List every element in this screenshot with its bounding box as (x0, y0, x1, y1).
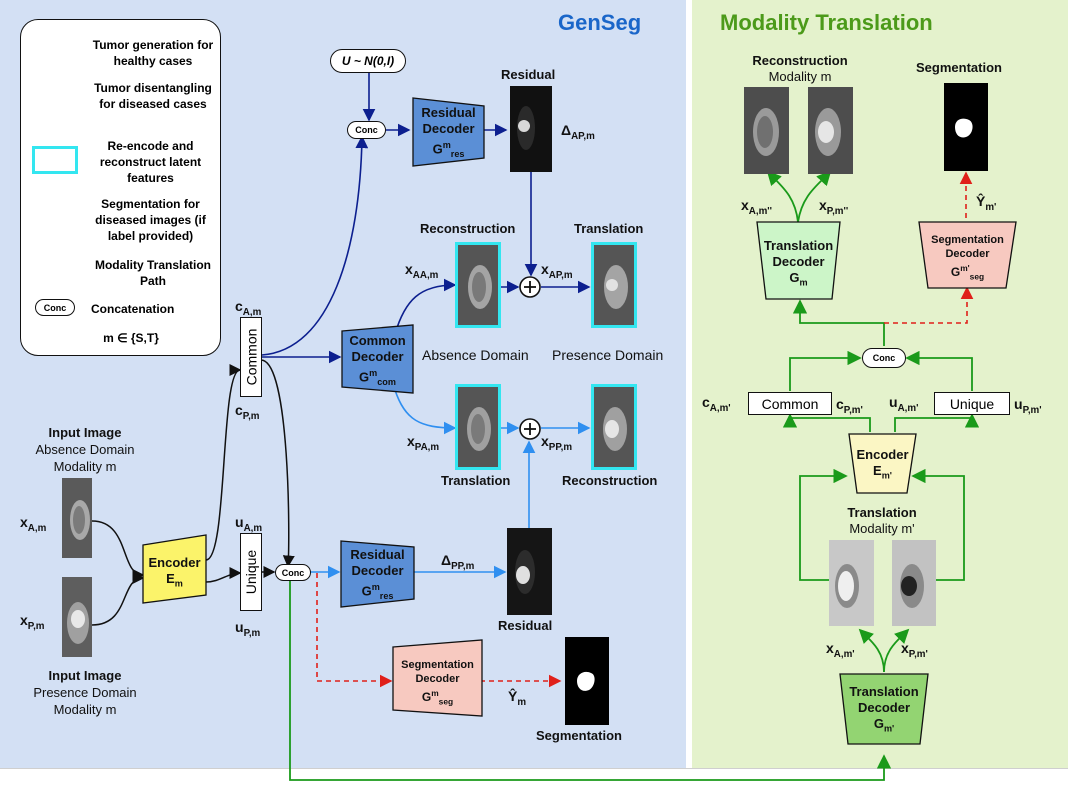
image-xPA (455, 384, 501, 470)
mt-conc: Conc (862, 348, 906, 368)
label-dAP: ΔAP,m (561, 122, 595, 142)
mt-seg-decoder-shape (918, 221, 1017, 289)
label-xAA: xAA,m (405, 261, 439, 281)
mt-translation-decoder-top-label: Translation Decoder Gm (763, 238, 834, 288)
plus-circle-bottom (519, 418, 541, 440)
mt-translation-decoder-bottom-label: Translation Decoder Gm' (849, 684, 919, 734)
legend: Tumor generation for healthy cases Tumor… (20, 19, 221, 356)
mt-label-cA: cA,m' (702, 394, 731, 414)
residual-image-bottom (507, 528, 552, 615)
mt-encoder-shape (848, 433, 917, 494)
image-xAP (591, 242, 637, 328)
label-xPP: xPP,m (541, 433, 573, 453)
mt-label-xA: xA,m' (826, 640, 855, 660)
residual-decoder-bottom-shape (340, 540, 415, 608)
legend-item-concatenation: Concatenation (91, 302, 175, 316)
mt-translation-title: Translation (847, 505, 917, 520)
legend-m-set: m ∈ {S,T} (103, 331, 159, 345)
mt-label-uA: uA,m' (889, 394, 919, 414)
seg-decoder-label: Segmentation Decoder Gmseg (401, 659, 474, 707)
seg-decoder-shape (392, 639, 483, 717)
input-presence-title: Input Image (48, 668, 122, 683)
segmentation-title: Segmentation (536, 728, 622, 743)
residual-bottom-title: Residual (498, 618, 553, 633)
noise-box: U ~ N(0,I) (330, 49, 406, 73)
label-xA-input: xA,m (20, 514, 47, 534)
mt-reconstruction-title: Reconstruction (752, 53, 848, 68)
label-cP: cP,m (235, 402, 260, 422)
mt-segmentation-title: Segmentation (916, 60, 1002, 75)
reconstruction-top-title: Reconstruction (420, 221, 516, 236)
label-uP: uP,m (235, 619, 261, 639)
encoder-shape (142, 534, 207, 604)
modality-translation-title: Modality Translation (720, 10, 933, 35)
absence-domain-label: Absence Domain (422, 347, 529, 363)
mt-translation-decoder-top-shape (756, 221, 841, 300)
mt-translation-image-a (829, 540, 874, 626)
common-decoder-label: Common Decoder Gmcom (349, 333, 406, 387)
residual-decoder-top-label: Residual Decoder Gmres (421, 105, 476, 159)
label-xAP: xAP,m (541, 261, 573, 281)
legend-item-segmentation: Segmentation for diseased images (if lab… (95, 197, 206, 243)
label-uA: uA,m (235, 514, 263, 534)
legend-item-modality-translation: Modality Translation Path (94, 258, 211, 288)
label-xPA: xPA,m (407, 433, 440, 453)
legend-conc-tag: Conc (35, 299, 75, 316)
mt-translation-modality: Modality m' (849, 521, 915, 536)
encoder-label: Encoder Em (148, 555, 201, 589)
unique-box: Unique (240, 533, 262, 611)
mt-encoder-label: Encoder Em' (856, 447, 909, 481)
mt-reconstruction-modality: Modality m (768, 69, 832, 84)
mt-label-xP: xP,m' (901, 640, 928, 660)
translation-bottom-title: Translation (441, 473, 511, 488)
mt-seg-decoder-label: Segmentation Decoder Gm'seg (931, 234, 1004, 282)
image-xPP (591, 384, 637, 470)
residual-image-top (510, 86, 552, 172)
genseg-title: GenSeg (558, 10, 642, 35)
mt-recon-image-a (744, 87, 789, 174)
common-box: Common (240, 317, 262, 397)
mt-segmentation-image (944, 83, 988, 171)
plus-circle-top (519, 276, 541, 298)
input-presence-domain: Presence Domain (33, 685, 137, 700)
mt-common-box: Common (748, 392, 832, 415)
bottom-strip (0, 768, 1068, 789)
label-yhat: Ŷm (508, 688, 527, 708)
conc-bottom: Conc (275, 564, 311, 581)
input-image-presence (62, 577, 92, 657)
label-dPP: ΔPP,m (441, 552, 475, 572)
mt-unique-box: Unique (934, 392, 1010, 415)
mt-translation-decoder-bottom-shape (839, 673, 929, 745)
input-presence-modality: Modality m (53, 702, 117, 717)
segmentation-image (565, 637, 609, 725)
legend-item-tumor-disentangling: Tumor disentangling for diseased cases (94, 81, 212, 111)
legend-item-reencode: Re-encode and reconstruct latent feature… (99, 139, 202, 185)
legend-item-tumor-generation: Tumor generation for healthy cases (92, 38, 214, 68)
mt-label-xPm2: xP,m'' (819, 197, 849, 217)
conc-top: Conc (347, 121, 386, 139)
residual-decoder-top-shape (412, 97, 485, 167)
input-image-absence (62, 478, 92, 558)
legend-cyan-box (32, 146, 78, 174)
label-xP-input: xP,m (20, 612, 45, 632)
image-xAA (455, 242, 501, 328)
residual-decoder-bottom-label: Residual Decoder Gmres (350, 547, 405, 601)
input-absence-title: Input Image (48, 425, 122, 440)
mt-label-uP: uP,m' (1014, 396, 1042, 416)
common-decoder-shape (341, 324, 414, 394)
input-absence-modality: Modality m (53, 459, 117, 474)
mt-label-xAm2: xA,m'' (741, 197, 772, 217)
residual-top-title: Residual (501, 67, 556, 82)
mt-label-yhat: Ŷm' (976, 193, 997, 213)
label-cA: cA,m (235, 298, 262, 318)
mt-label-cP: cP,m' (836, 396, 863, 416)
mt-translation-image-b (892, 540, 936, 626)
presence-domain-label: Presence Domain (552, 347, 664, 363)
translation-top-title: Translation (574, 221, 644, 236)
input-absence-domain: Absence Domain (35, 442, 135, 457)
mt-recon-image-b (808, 87, 853, 174)
reconstruction-bottom-title: Reconstruction (562, 473, 658, 488)
